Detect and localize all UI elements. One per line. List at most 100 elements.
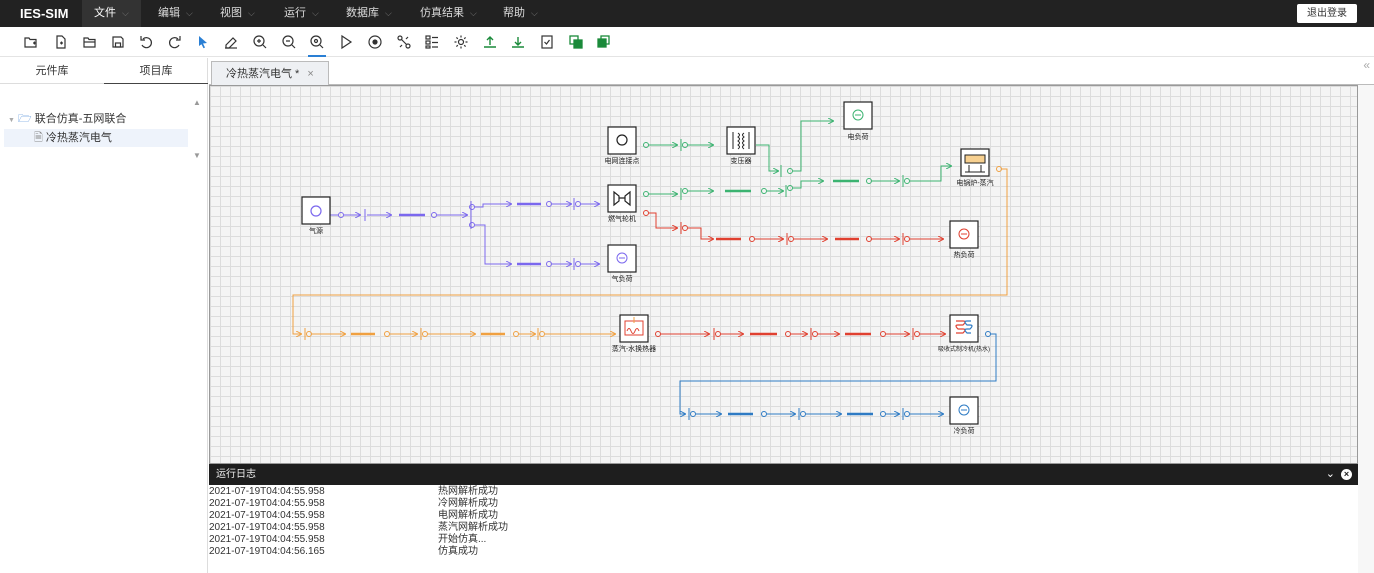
cold-load-label: 冷负荷 <box>953 428 975 435</box>
menu-run[interactable]: 运行⌵ <box>284 7 319 19</box>
log-controls: ⌄ × <box>1326 464 1352 485</box>
right-scrollbar[interactable] <box>1358 85 1374 573</box>
file-icon: 🗎 <box>34 132 43 144</box>
electric-network <box>643 121 952 200</box>
log-message: 开始仿真... <box>438 534 487 545</box>
undo-icon[interactable] <box>137 33 155 51</box>
zoom-out-icon[interactable] <box>280 33 298 51</box>
gas-turbine-icon <box>613 190 631 207</box>
tab-component-library[interactable]: 元件库 <box>35 65 69 77</box>
chevron-down-icon: ⌵ <box>312 8 319 18</box>
eraser-icon[interactable] <box>222 33 240 51</box>
exchanger-icon <box>624 317 644 336</box>
app-title: IES-SIM <box>20 6 69 21</box>
log-message: 热网解析成功 <box>438 486 498 497</box>
tree-root-label: 联合仿真-五网联合 <box>34 113 127 125</box>
tab-diagram-file[interactable]: 冷热蒸汽电气 * × <box>211 61 329 86</box>
elec-boiler-label: 电锅炉-蒸汽 <box>956 180 994 187</box>
list-icon[interactable] <box>423 33 441 51</box>
transformer-box[interactable] <box>726 126 756 155</box>
stop-icon[interactable] <box>366 33 384 51</box>
logout-button[interactable]: 退出登录 <box>1297 4 1357 23</box>
log-panel-header: 运行日志 ⌄ × <box>209 464 1358 485</box>
absorption-chiller-label: 吸收式制冷机(热水) <box>938 347 990 353</box>
settings-icon[interactable] <box>452 33 470 51</box>
download-icon[interactable] <box>509 33 527 51</box>
zoom-fit-icon[interactable] <box>308 33 326 51</box>
chevron-down-icon: ⌵ <box>122 8 129 18</box>
log-title: 运行日志 <box>216 469 256 480</box>
menu-file[interactable]: 文件⌵ <box>82 0 141 27</box>
steam-network <box>292 166 1008 340</box>
log-message: 蒸汽网解析成功 <box>438 522 508 533</box>
tree-child-node[interactable]: 🗎 冷热蒸汽电气 <box>4 129 188 147</box>
chevron-down-icon: ⌵ <box>248 8 255 18</box>
close-icon[interactable]: × <box>1341 469 1352 480</box>
zoom-in-icon[interactable] <box>251 33 269 51</box>
layers-icon[interactable] <box>595 33 613 51</box>
gas-turbine-label: 燃气轮机 <box>608 216 636 223</box>
tree-child-label: 冷热蒸汽电气 <box>45 132 112 144</box>
grid-node-icon <box>616 134 628 146</box>
load-icon <box>616 109 970 416</box>
cold-network <box>679 331 997 420</box>
run-icon[interactable] <box>337 33 355 51</box>
log-message: 仿真成功 <box>438 546 478 557</box>
left-tabs: 元件库 项目库 <box>0 58 208 84</box>
scroll-down-icon[interactable]: ▼ <box>193 151 201 160</box>
chevron-down-icon: ⌵ <box>470 8 477 18</box>
chevron-down-icon[interactable]: ⌄ <box>1325 468 1335 480</box>
copy-icon[interactable] <box>567 33 585 51</box>
pointer-icon[interactable] <box>194 33 212 51</box>
chevron-down-icon: ⌵ <box>186 8 193 18</box>
left-panel: 元件库 项目库 ▼ 🗁 联合仿真-五网联合 🗎 冷热蒸汽电气 ▲ ▼ <box>0 58 208 573</box>
menu-view[interactable]: 视图⌵ <box>220 7 255 19</box>
active-tool-indicator <box>308 55 326 57</box>
chevron-down-icon: ⌵ <box>531 8 538 18</box>
heat-load-label: 热负荷 <box>953 252 975 259</box>
folder-icon: 🗁 <box>18 113 32 125</box>
log-time: 2021-07-19T04:04:55.958 <box>209 522 325 533</box>
menu-edit[interactable]: 编辑⌵ <box>158 7 193 19</box>
log-time: 2021-07-19T04:04:56.165 <box>209 546 325 557</box>
scroll-up-icon[interactable]: ▲ <box>193 98 201 107</box>
caret-down-icon[interactable]: ▼ <box>8 117 15 124</box>
close-icon[interactable]: × <box>307 68 314 80</box>
redo-icon[interactable] <box>166 33 184 51</box>
upload-icon[interactable] <box>481 33 499 51</box>
menu-sim-results[interactable]: 仿真结果⌵ <box>420 7 477 19</box>
chevron-down-icon: ⌵ <box>385 8 392 18</box>
log-time: 2021-07-19T04:04:55.958 <box>209 510 325 521</box>
elec-load-label: 电负荷 <box>847 134 869 141</box>
open-folder-icon[interactable] <box>81 33 99 51</box>
transformer-label: 变压器 <box>730 158 752 165</box>
collapse-panel-icon[interactable]: « <box>1363 58 1370 72</box>
grid-node-box[interactable] <box>607 126 637 155</box>
log-time: 2021-07-19T04:04:55.958 <box>209 486 325 497</box>
check-icon[interactable] <box>538 33 556 51</box>
menu-bar: IES-SIM 文件⌵ 编辑⌵ 视图⌵ 运行⌵ 数据库⌵ 仿真结果⌵ 帮助⌵ 退… <box>0 0 1374 27</box>
gas-load-label: 气负荷 <box>611 276 633 283</box>
menu-database[interactable]: 数据库⌵ <box>346 7 392 19</box>
toolbar <box>0 27 1374 57</box>
connect-icon[interactable] <box>395 33 413 51</box>
tree-scrollbar[interactable]: ▲ ▼ <box>193 98 203 160</box>
log-body: 2021-07-19T04:04:55.958 热网解析成功 2021-07-19… <box>209 486 1358 573</box>
steam-exchanger-label: 蒸汽-水换热器 <box>611 346 657 353</box>
log-time: 2021-07-19T04:04:55.958 <box>209 498 325 509</box>
menu-help[interactable]: 帮助⌵ <box>503 7 538 19</box>
tab-label: 冷热蒸汽电气 * <box>226 68 300 80</box>
tree-root-node[interactable]: ▼ 🗁 联合仿真-五网联合 <box>8 110 126 128</box>
tab-project-library[interactable]: 项目库 <box>104 58 208 84</box>
diagram-canvas[interactable]: 气源 电网连接点 变压器 燃气轮机 气负荷 电负荷 电锅炉-蒸汽 热负荷 蒸汽-… <box>209 85 1358 464</box>
heat-network <box>643 210 946 340</box>
gas-source-box[interactable] <box>301 196 331 225</box>
save-icon[interactable] <box>109 33 127 51</box>
log-time: 2021-07-19T04:04:55.958 <box>209 534 325 545</box>
gas-source-icon <box>310 205 322 217</box>
new-file-icon[interactable] <box>52 33 70 51</box>
chiller-icon <box>955 320 973 334</box>
transformer-icon <box>732 132 750 150</box>
new-folder-icon[interactable] <box>22 33 40 51</box>
grid-node-label: 电网连接点 <box>604 158 640 165</box>
